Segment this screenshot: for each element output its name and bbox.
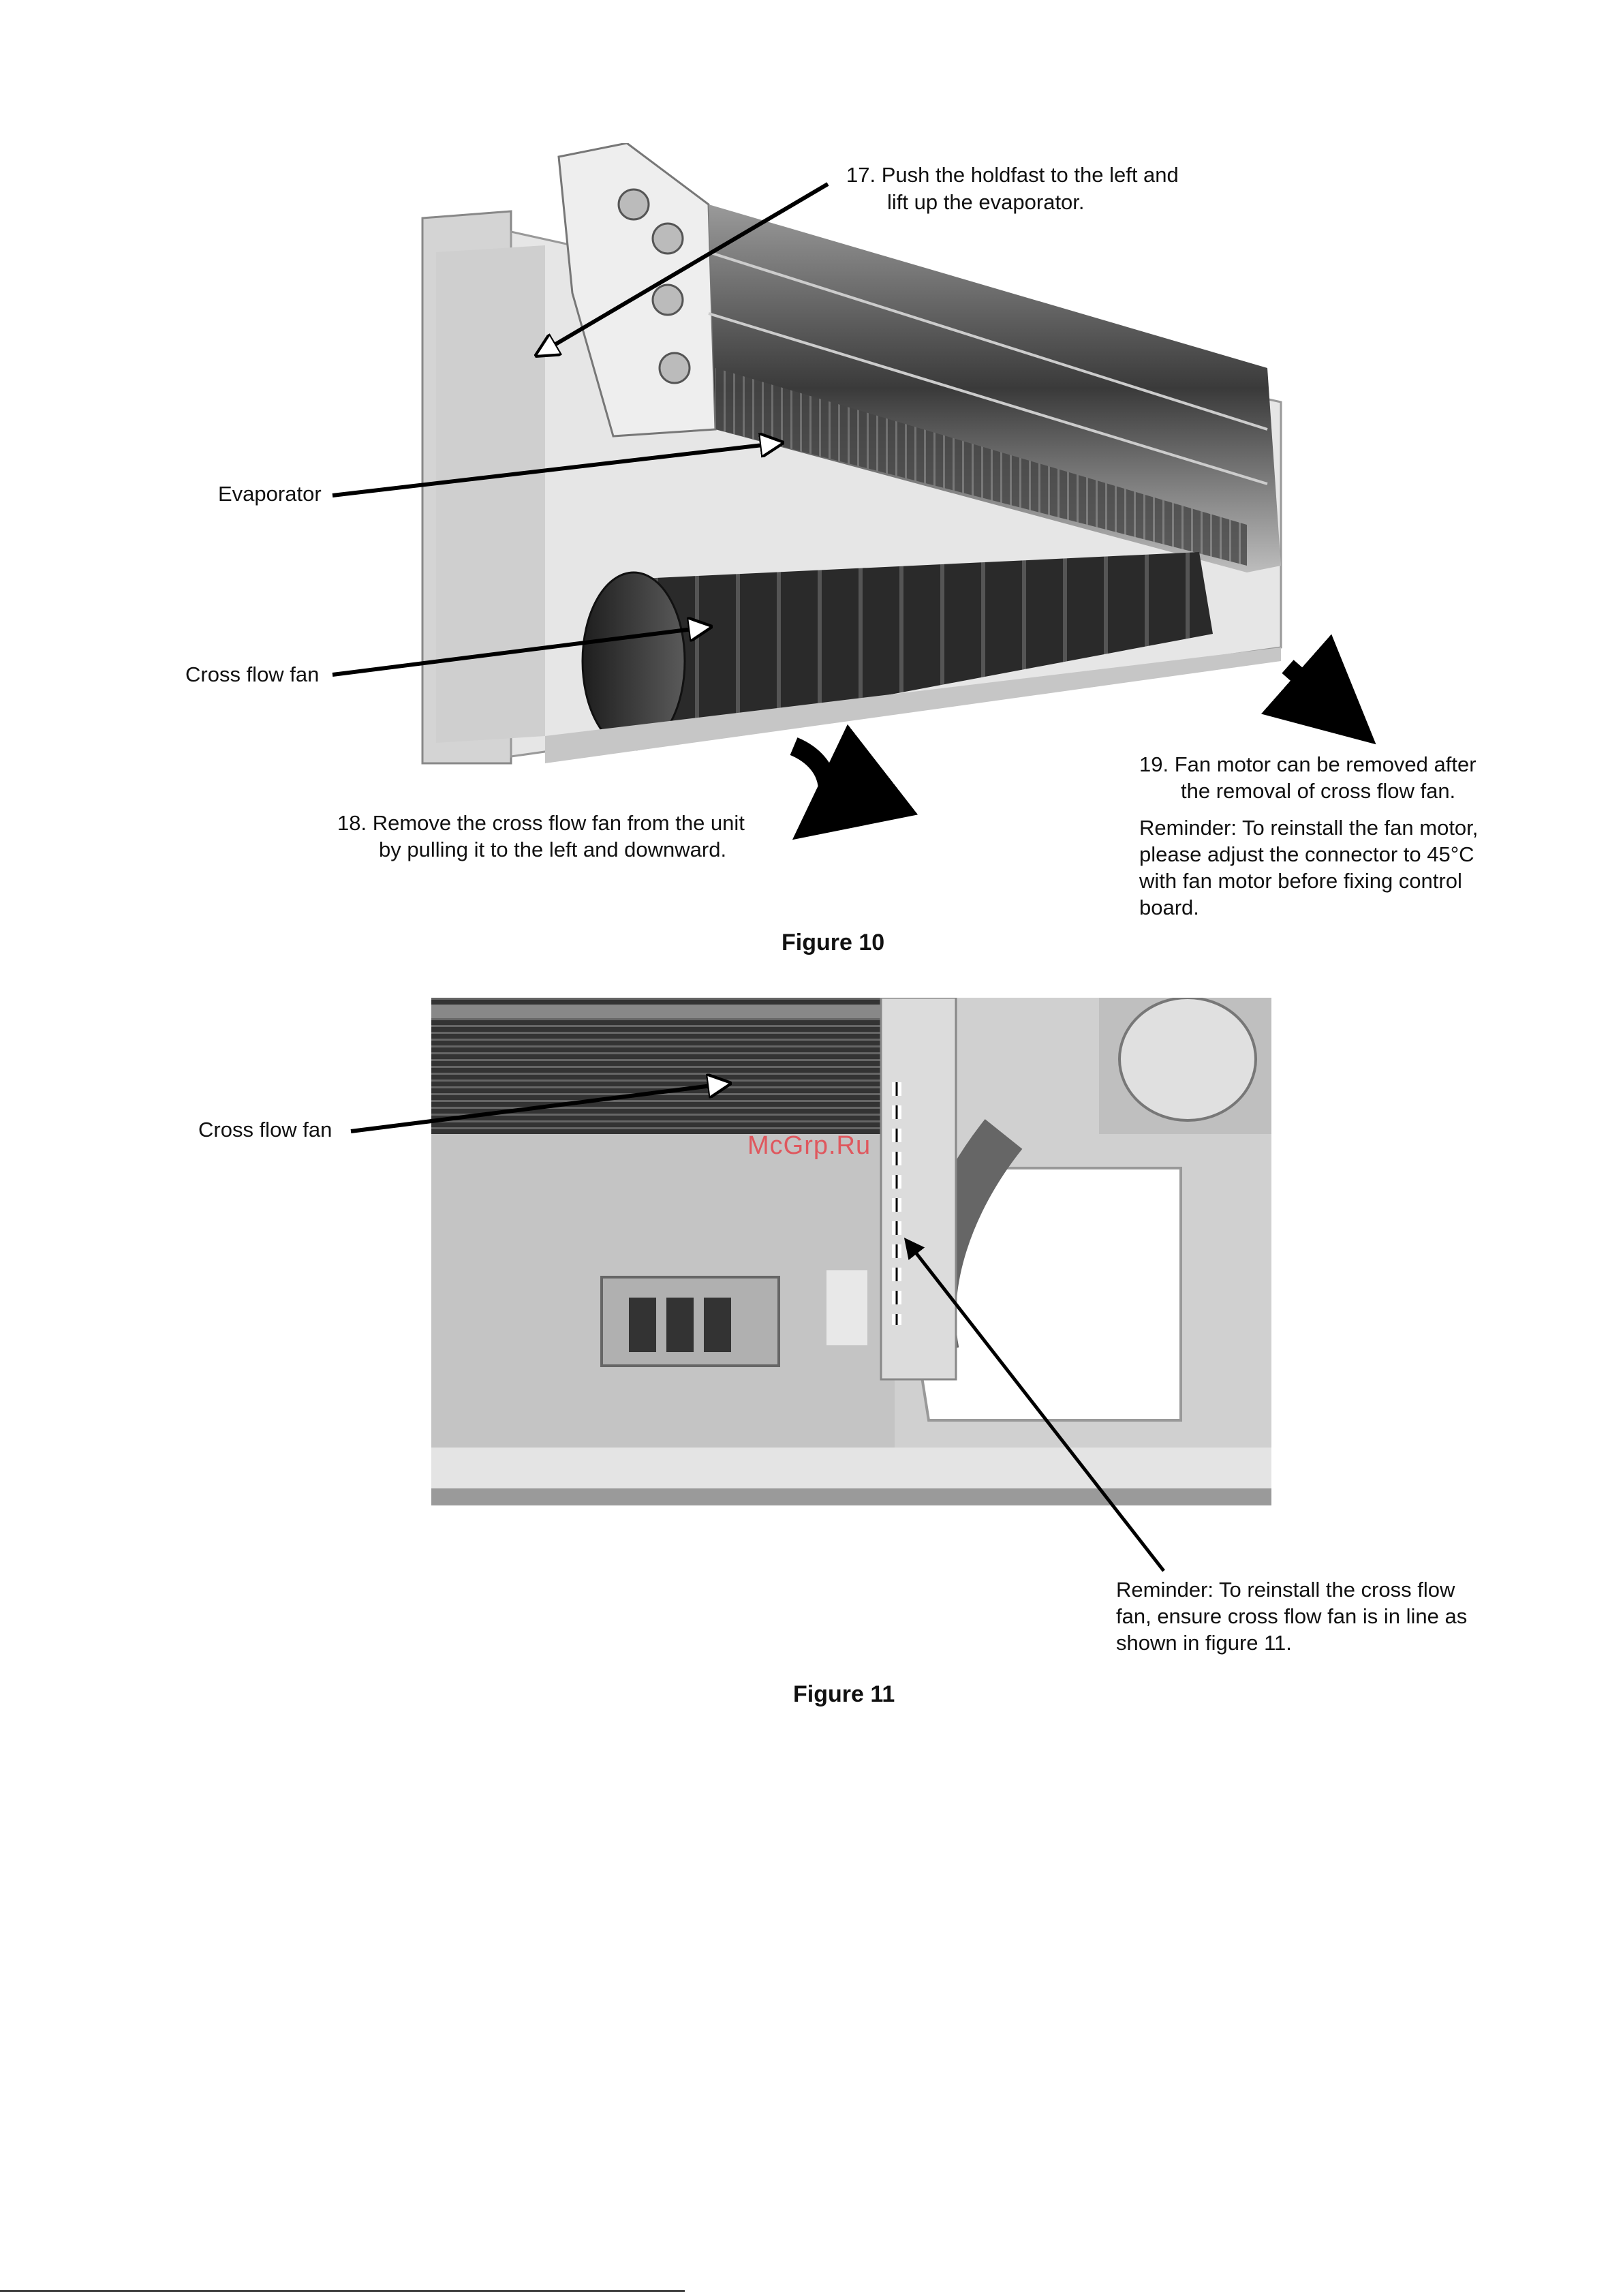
- footer-rule: [0, 2290, 685, 2292]
- step19-text: 19. Fan motor can be removed after: [1139, 751, 1477, 778]
- fan-motor-arrow: [1261, 634, 1376, 745]
- cross-flow-fan-label: Cross flow fan: [185, 662, 320, 686]
- step19-line2: the removal of cross flow fan.: [1181, 779, 1456, 803]
- step18-line1: Remove the cross flow fan from the unit: [372, 811, 745, 835]
- fan-motor-reminder-line3: with fan motor before fixing control: [1139, 869, 1462, 893]
- step18-curved-arrow: [790, 724, 918, 840]
- alignment-arrow: [903, 1238, 1165, 1572]
- step18-number: 18.: [337, 811, 367, 835]
- figure-11-caption: Figure 11: [793, 1681, 895, 1707]
- evaporator-arrow: [332, 443, 780, 498]
- step18-line2: by pulling it to the left and downward.: [379, 838, 727, 861]
- step17-arrow: [538, 182, 829, 354]
- cross-flow-fan-arrow: [332, 627, 709, 677]
- step19-number: 19.: [1139, 752, 1169, 776]
- figure-10-photo: [421, 143, 1282, 765]
- fig11-cross-flow-fan-arrow: [350, 1084, 728, 1133]
- cross-flow-fan-reminder-line1: Reminder: To reinstall the cross flow: [1116, 1578, 1455, 1602]
- step17-line2: lift up the evaporator.: [887, 190, 1085, 214]
- step17-line1: Push the holdfast to the left and: [881, 163, 1179, 187]
- cross-flow-fan-reminder-line3: shown in figure 11.: [1116, 1631, 1292, 1655]
- step17-number: 17.: [846, 163, 876, 187]
- step19-line1: Fan motor can be removed after: [1174, 752, 1477, 776]
- fan-motor-reminder-line2: please adjust the connector to 45°C: [1139, 842, 1474, 866]
- evaporator-label: Evaporator: [218, 482, 322, 506]
- fig11-cross-flow-fan-label: Cross flow fan: [198, 1118, 333, 1142]
- step18-text: 18. Remove the cross flow fan from the u…: [337, 810, 745, 837]
- cross-flow-fan-reminder-line2: fan, ensure cross flow fan is in line as: [1116, 1604, 1468, 1628]
- step17-text: 17. Push the holdfast to the left and: [846, 162, 1179, 189]
- watermark: McGrp.Ru: [747, 1131, 871, 1160]
- figure-10-caption: Figure 10: [782, 930, 885, 955]
- fan-motor-reminder-line1: Reminder: To reinstall the fan motor,: [1139, 816, 1479, 840]
- fan-motor-reminder-line4: board.: [1139, 896, 1199, 919]
- figure-11-photo: [431, 998, 1271, 1505]
